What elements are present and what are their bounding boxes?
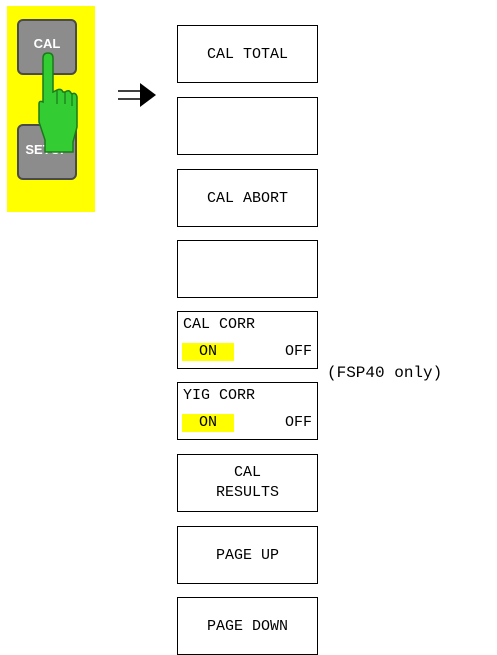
softkey-label: PAGE DOWN (206, 617, 288, 635)
softkey-label: CAL CORR (183, 316, 256, 333)
softkey-blank-1[interactable] (177, 97, 318, 155)
softkey-label-line1: CAL (233, 464, 261, 481)
softkey-page-down[interactable]: PAGE DOWN (177, 597, 318, 655)
softkey-cal-abort[interactable]: CAL ABORT (177, 169, 318, 227)
softkey-label: PAGE UP (215, 546, 279, 564)
softkey-cal-corr[interactable]: CAL CORR ON OFF (177, 311, 318, 369)
yig-corr-note: (FSP40 only) (327, 364, 443, 382)
softkey-blank-2[interactable] (177, 240, 318, 298)
softkey-yig-corr[interactable]: YIG CORR ON OFF (177, 382, 318, 440)
toggle-off-state: OFF (284, 343, 312, 360)
softkey-page-up[interactable]: PAGE UP (177, 526, 318, 584)
softkey-label (178, 241, 317, 297)
softkey-cal-total[interactable]: CAL TOTAL (177, 25, 318, 83)
softkey-label (178, 98, 317, 154)
toggle-off-state: OFF (284, 414, 312, 431)
softkey-label: CAL ABORT (206, 189, 288, 207)
hardkey-panel: CAL SETUP (7, 6, 95, 212)
softkey-label-line2: RESULTS (215, 484, 279, 501)
softkey-label: YIG CORR (183, 387, 256, 404)
toggle-on-state: ON (182, 414, 234, 432)
toggle-on-state: ON (182, 343, 234, 361)
pointing-hand-icon (38, 52, 78, 153)
softkey-cal-results[interactable]: CAL RESULTS (177, 454, 318, 512)
arrow-right-icon (118, 83, 156, 107)
softkey-label: CAL TOTAL (206, 45, 288, 63)
